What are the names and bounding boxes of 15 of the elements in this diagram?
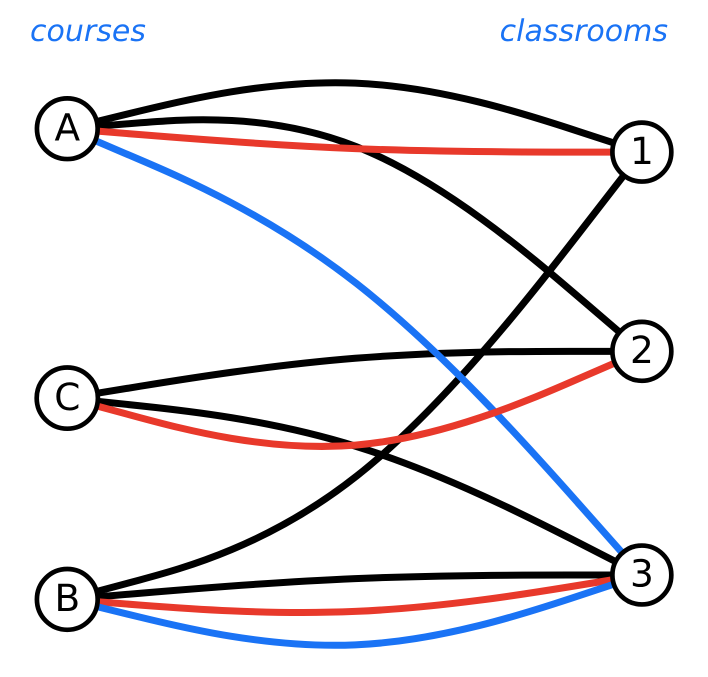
node-circle: B	[34, 566, 100, 632]
connector	[94, 137, 625, 556]
connector	[96, 580, 615, 649]
node-circle: 1	[610, 120, 674, 184]
handwritten-label: classrooms	[500, 14, 668, 51]
node-circle: A	[34, 96, 100, 162]
connector	[97, 116, 622, 335]
connector	[96, 360, 616, 450]
node-circle: 2	[610, 320, 674, 384]
handwritten-label: courses	[30, 14, 146, 51]
connector	[97, 128, 612, 156]
node-circle: C	[34, 365, 100, 432]
node-circle: 3	[610, 543, 674, 607]
connector	[96, 79, 615, 146]
connector	[96, 173, 627, 595]
